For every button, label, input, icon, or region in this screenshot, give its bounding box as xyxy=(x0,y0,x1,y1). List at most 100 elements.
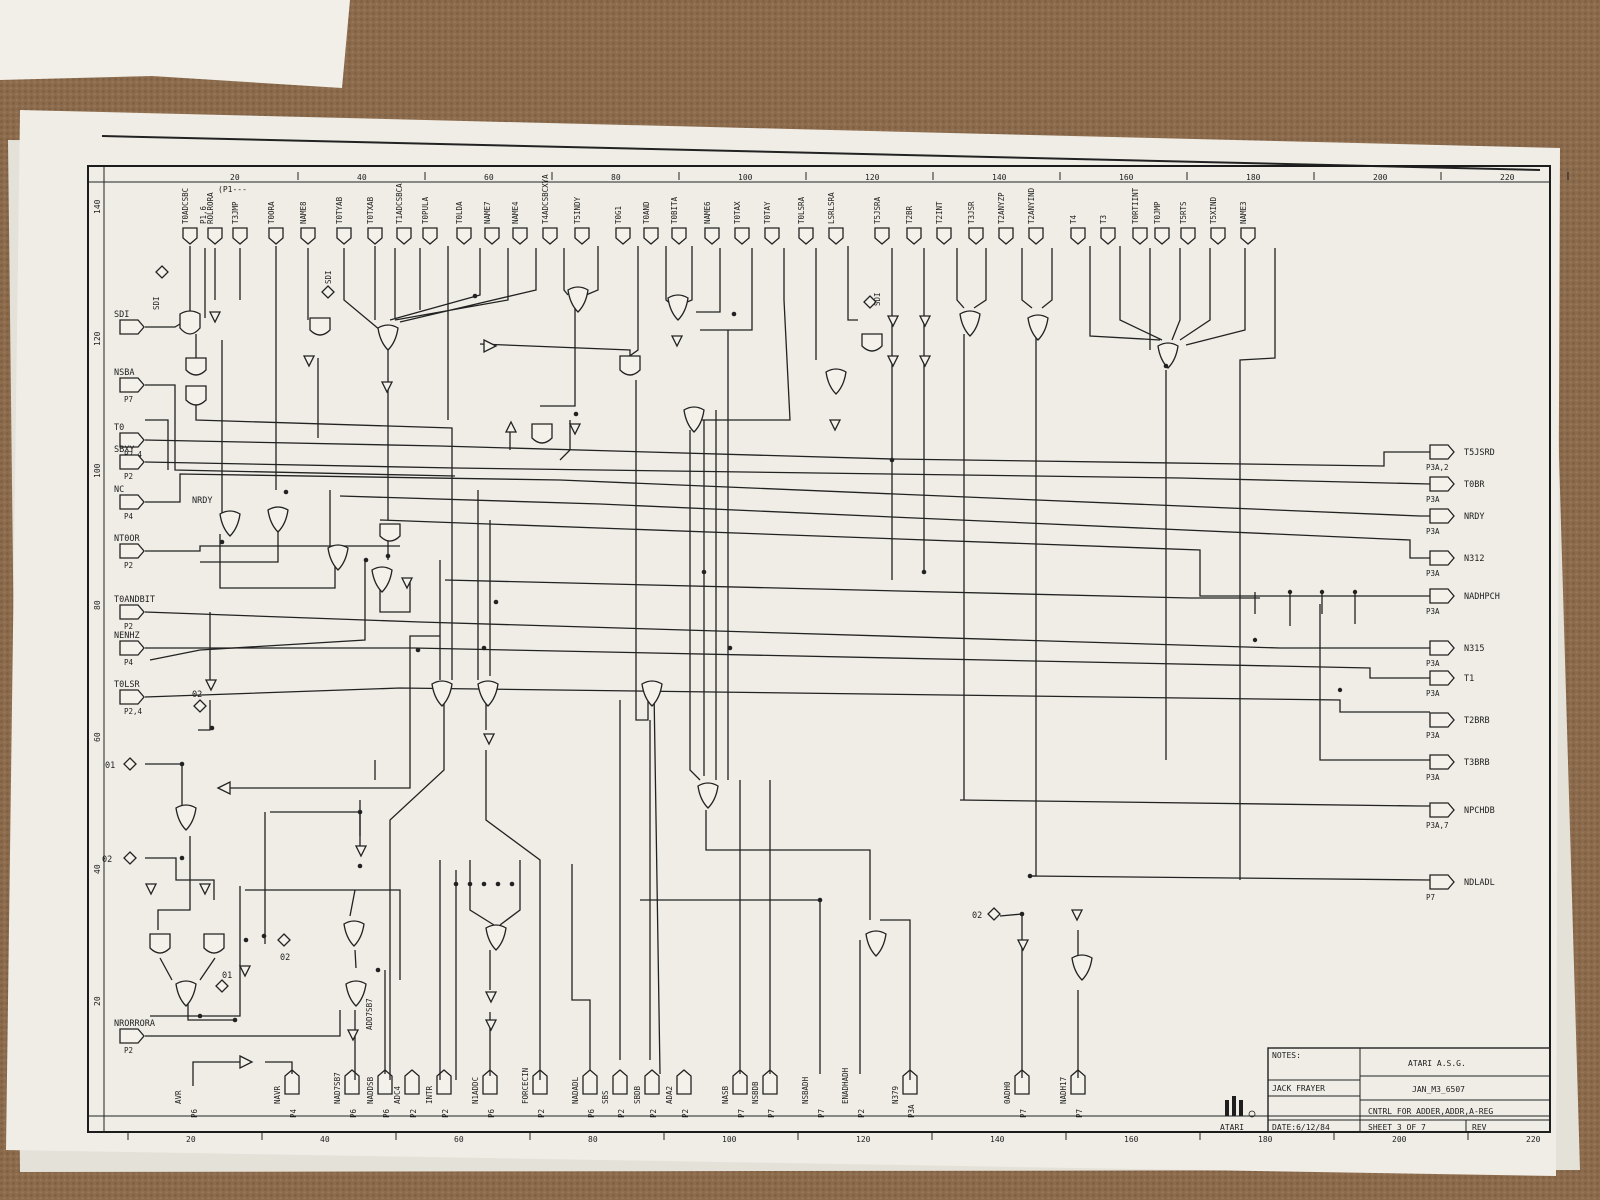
top-input-t0lsra: T0LSRA xyxy=(797,196,814,245)
drawing-title: CNTRL FOR ADDER,ADDR,A-REG xyxy=(1368,1107,1493,1116)
right-output-connectors: T5JSRDP3A,2T0BRP3ANRDYP3AN312P3ANADHPCHP… xyxy=(1426,444,1500,902)
top-input-label: T0LSRA xyxy=(797,196,806,224)
top-input-t2int: T2INT xyxy=(935,201,952,245)
connector-symbol xyxy=(532,1069,548,1095)
top-input-label: T0G1 xyxy=(614,206,623,224)
left-input-ref: P4 xyxy=(124,658,134,667)
left-input-label: SBXY xyxy=(114,445,134,455)
ruler-left-label: 140 xyxy=(93,199,102,214)
drawing-frame xyxy=(87,165,1551,1133)
bottom-output-ref: P2 xyxy=(681,1109,690,1118)
top-input-t3jsr: T3JSR xyxy=(967,201,984,245)
connector-symbol xyxy=(828,227,844,245)
left-input-label: NSBA xyxy=(114,368,134,378)
connector-symbol xyxy=(119,640,145,656)
ruler-bottom-label: 80 xyxy=(588,1135,598,1144)
bottom-output-label: AVR xyxy=(174,1090,183,1104)
connector-symbol xyxy=(344,1069,360,1095)
left-input-label: T0 xyxy=(114,423,124,433)
bottom-output-add7sb7: ADD7SB7 xyxy=(365,998,374,1030)
top-input-t2br: T2BR xyxy=(905,205,922,245)
top-input-t0rtiint: T0RTIINT xyxy=(1131,187,1148,245)
connector-symbol xyxy=(268,227,284,245)
left-input-ref: P2 xyxy=(124,472,133,481)
label-01-a: 01 xyxy=(105,761,115,771)
connector-symbol xyxy=(1429,670,1455,686)
revision-label: REV xyxy=(1472,1123,1487,1132)
company-name: ATARI A.S.G. xyxy=(1408,1059,1466,1068)
top-input-t4adcsbcxya: T4ADCSBCXYA xyxy=(541,174,558,245)
connector-symbol xyxy=(404,1069,420,1095)
connector-symbol xyxy=(1100,227,1116,245)
bottom-output-ref: P6 xyxy=(587,1108,596,1118)
bottom-output-ref: P4 xyxy=(289,1108,298,1118)
right-output-label: NRDY xyxy=(1464,512,1484,522)
top-input-ref: P1,6 xyxy=(199,205,208,224)
connector-symbol xyxy=(676,1069,692,1095)
bottom-output-label: INTR xyxy=(425,1085,434,1104)
bottom-output-label: NSBDB xyxy=(751,1081,760,1104)
ruler-left-label: 80 xyxy=(93,600,102,610)
top-input-label: T0ORA xyxy=(267,201,276,224)
top-input-label: T3 xyxy=(1099,215,1108,224)
diamond-markers xyxy=(123,265,1001,993)
bottom-output-ref: P3A xyxy=(907,1104,916,1118)
right-output-ref: P3A xyxy=(1426,773,1440,782)
bottom-output-label: 0ADH0 xyxy=(1003,1081,1012,1104)
connector-symbol xyxy=(798,227,814,245)
top-input-t5rts: T5RTS xyxy=(1179,201,1196,245)
top-input-label: ROLRORA xyxy=(206,192,215,224)
connector-symbol xyxy=(119,319,145,335)
label-01-b: 01 xyxy=(222,971,232,981)
connector-symbol xyxy=(1429,444,1455,460)
top-input-label: NAME7 xyxy=(483,201,492,224)
connector-symbol xyxy=(1429,754,1455,770)
top-input-label: NAME6 xyxy=(703,201,712,224)
left-input-sbxy: SBXY P2 xyxy=(114,445,145,481)
top-input-name3: NAME3 xyxy=(1239,201,1256,245)
label-sdi-2: SDI xyxy=(324,270,333,284)
left-input-ref: P2,4 xyxy=(124,707,143,716)
top-input-t0txab: T0TXAB xyxy=(366,196,383,245)
right-output-label: N312 xyxy=(1464,554,1484,564)
connector-symbol xyxy=(119,377,145,393)
connector-symbol xyxy=(336,227,352,245)
right-output-ref: P3A,7 xyxy=(1426,821,1449,830)
bottom-output-ref: P7 xyxy=(1019,1109,1028,1118)
connector-symbol xyxy=(482,1069,498,1095)
connector-symbol xyxy=(1429,802,1455,818)
connector-symbol xyxy=(119,454,145,470)
connector-symbol xyxy=(1429,640,1455,656)
title-block: NOTES: ATARI A.S.G. JACK FRAYER JAN_M3_6… xyxy=(1220,1047,1551,1133)
left-input-label: NENHZ xyxy=(114,631,140,641)
top-input-t0lda: T0LDA xyxy=(455,201,472,245)
top-input-t2anyzp: T2ANYZP xyxy=(997,192,1014,245)
top-input-label: T0PULA xyxy=(421,196,430,224)
top-input-t0adcsbc: T0ADCSBC xyxy=(181,188,198,245)
connector-symbol xyxy=(1070,1069,1086,1095)
left-input-connectors: SDINSBAP7T0P2,4SBXYP2NCP4NT0ORP2T0ANDBIT… xyxy=(114,310,155,1055)
connector-symbol xyxy=(906,227,922,245)
top-input-ref-group: P1,6 xyxy=(199,205,208,224)
ruler-left-label: 20 xyxy=(93,996,102,1006)
wire-network xyxy=(144,246,1431,1086)
ruler-left-label: 40 xyxy=(93,864,102,874)
sheet-number: SHEET 3 OF 7 xyxy=(1368,1123,1426,1132)
label-sdi-3: SDI xyxy=(873,292,882,306)
drawn-by: JACK FRAYER xyxy=(1272,1084,1325,1093)
bottom-output-label: NSBADH xyxy=(801,1076,810,1104)
ruler-bottom-label: 220 xyxy=(1526,1135,1541,1144)
